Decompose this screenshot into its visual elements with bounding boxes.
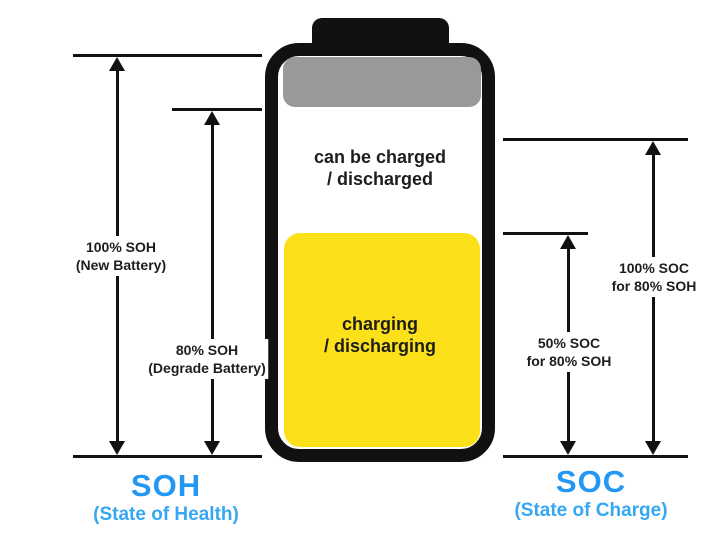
soh-100-level-line bbox=[73, 54, 262, 57]
soc-50-level-line bbox=[503, 232, 588, 235]
soc-50-label-line1: 50% SOC bbox=[537, 335, 601, 351]
soc-baseline bbox=[503, 455, 688, 458]
soh-baseline bbox=[73, 455, 262, 458]
soh-80-label-line2: (Degrade Battery) bbox=[148, 360, 266, 376]
battery-degraded-capacity-block bbox=[283, 57, 481, 107]
soc-100-label-line2: for 80% SOH bbox=[611, 278, 697, 294]
battery-charge-fill bbox=[284, 233, 480, 447]
soh-100-label: 100% SOH (New Battery) bbox=[72, 236, 170, 276]
arrowhead-up-icon bbox=[109, 57, 125, 71]
battery-available-capacity-label: can be charged / discharged bbox=[273, 146, 487, 190]
arrowhead-up-icon bbox=[645, 141, 661, 155]
arrowhead-up-icon bbox=[560, 235, 576, 249]
soc-100-arrow bbox=[645, 141, 661, 455]
arrowhead-down-icon bbox=[560, 441, 576, 455]
battery-charge-line1: charging bbox=[341, 314, 418, 334]
arrow-shaft bbox=[651, 149, 655, 447]
soc-50-label: 50% SOC for 80% SOH bbox=[523, 332, 615, 372]
battery-available-capacity-line1: can be charged bbox=[313, 147, 447, 167]
soh-80-level-line bbox=[172, 108, 262, 111]
arrowhead-up-icon bbox=[204, 111, 220, 125]
soh-80-label: 80% SOH (Degrade Battery) bbox=[145, 339, 269, 379]
soc-50-label-line2: for 80% SOH bbox=[526, 353, 612, 369]
arrowhead-down-icon bbox=[109, 441, 125, 455]
soh-title: SOH bbox=[130, 468, 202, 503]
soh-subtitle: (State of Health) bbox=[93, 504, 239, 525]
soh-100-label-line1: 100% SOH bbox=[85, 239, 157, 255]
soh-80-label-line1: 80% SOH bbox=[175, 342, 239, 358]
soc-100-level-line bbox=[503, 138, 688, 141]
soc-subtitle: (State of Charge) bbox=[514, 500, 668, 521]
soc-title: SOC bbox=[555, 464, 627, 499]
arrowhead-down-icon bbox=[645, 441, 661, 455]
soh-100-label-line2: (New Battery) bbox=[75, 257, 167, 273]
soc-100-label: 100% SOC for 80% SOH bbox=[608, 257, 700, 297]
soc-100-label-line1: 100% SOC bbox=[618, 260, 690, 276]
battery-charge-line2: / discharging bbox=[323, 336, 437, 356]
soh-80-arrow bbox=[204, 111, 220, 455]
battery-charge-label: charging / discharging bbox=[273, 313, 487, 357]
arrow-shaft bbox=[210, 119, 214, 447]
arrowhead-down-icon bbox=[204, 441, 220, 455]
battery-available-capacity-line2: / discharged bbox=[326, 169, 434, 189]
